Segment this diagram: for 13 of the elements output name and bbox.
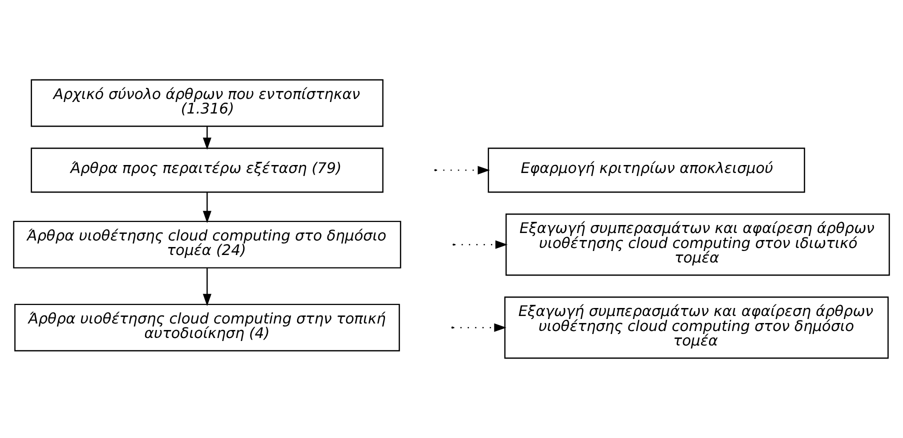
arrow: [202, 192, 212, 224]
arrow: [202, 268, 212, 306]
node-box: Αρχικό σύνολο άρθρων που εντοπίστηκαν (1.316): [30, 79, 384, 127]
arrow: [202, 126, 212, 150]
arrow: [454, 240, 508, 249]
node-box: Εξαγωγή συμπερασμάτων και αφαίρεση άρθρων υιοθέτησης cloud computing στον ιδιωτικό τομέα: [506, 214, 890, 276]
node-box: Εξαγωγή συμπερασμάτων και αφαίρεση άρθρων υιοθέτησης cloud computing στον δημόσιο τομέα: [504, 296, 889, 359]
node-box: Άρθρα υιοθέτησης cloud computing στο δημόσιο τομέα (24): [13, 220, 402, 268]
arrow: [453, 323, 506, 332]
node-box: Άρθρα προς περαιτέρω εξέταση (79): [30, 148, 384, 193]
node-box: Εφαρμογή κριτηρίων αποκλεισμού: [488, 148, 806, 193]
arrow: [436, 166, 490, 174]
node-box: Άρθρα υιοθέτησης cloud computing στην τοπική αυτοδιοίκηση (4): [14, 304, 400, 352]
